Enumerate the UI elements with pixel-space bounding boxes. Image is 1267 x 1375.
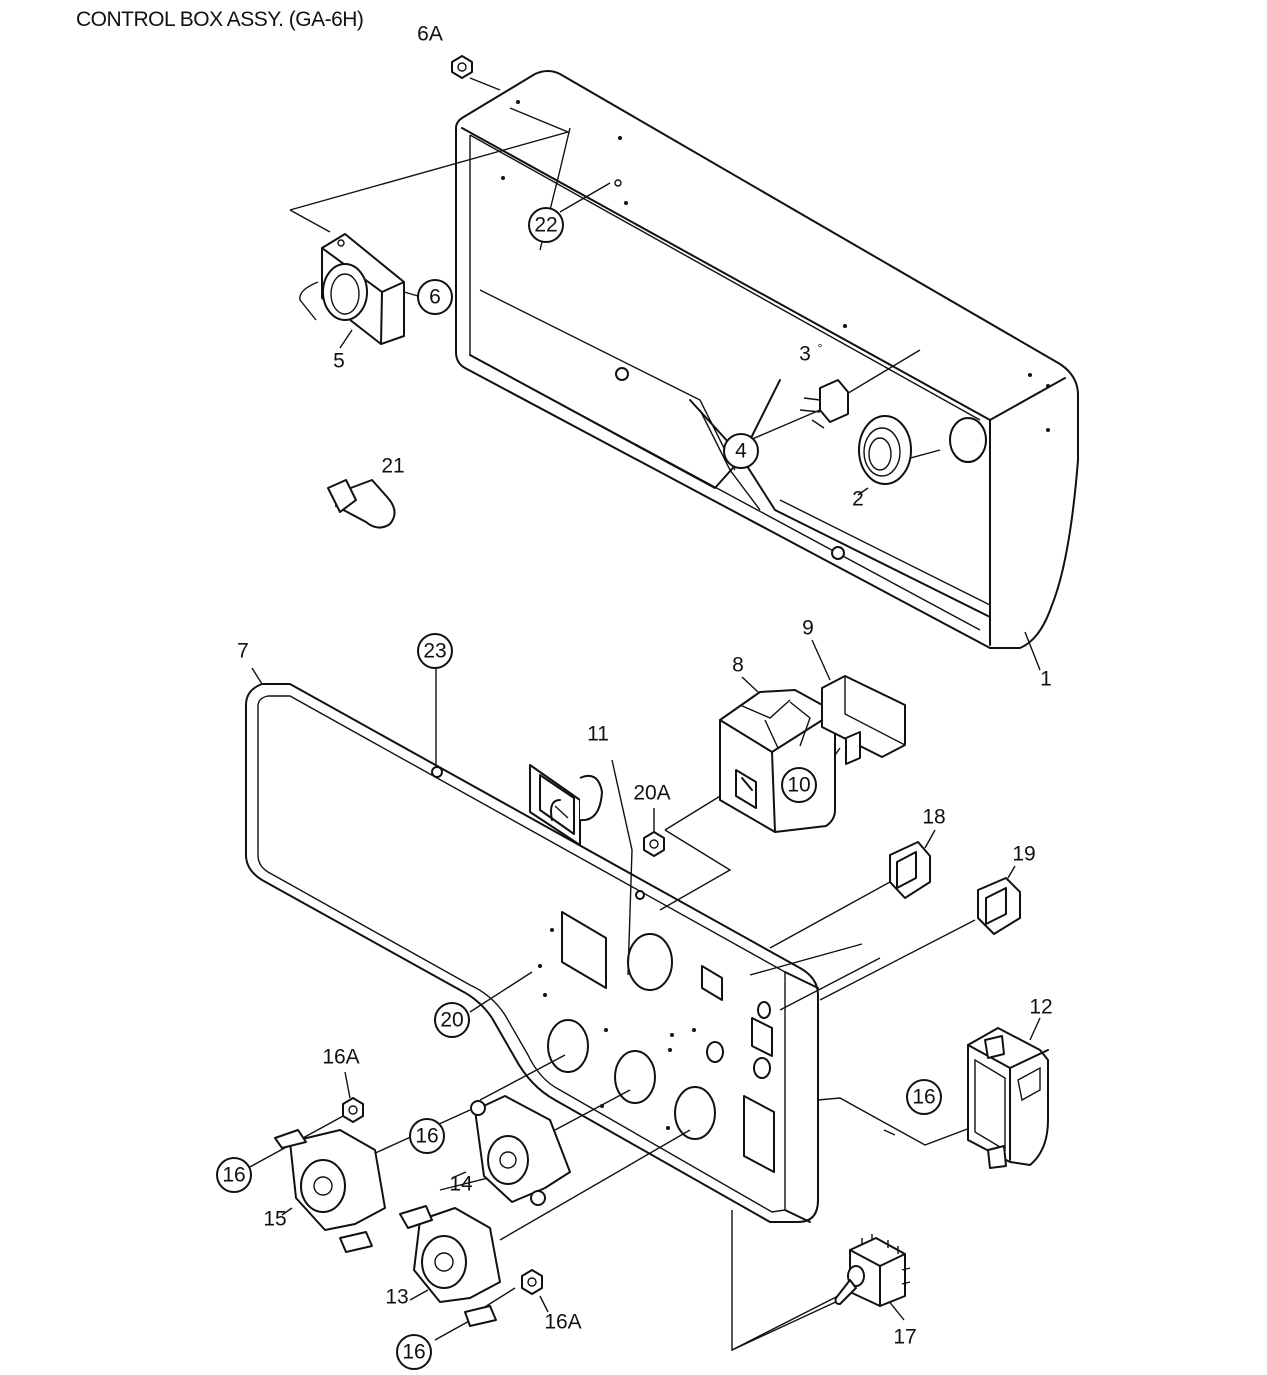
callout-ring <box>396 1334 432 1370</box>
callout-c19: 19 <box>1012 843 1035 866</box>
callout-c10: 10 <box>781 767 817 803</box>
front-panel <box>245 683 819 1223</box>
callout-c18: 18 <box>922 806 945 829</box>
callout-number: 13 <box>385 1286 408 1309</box>
callout-number: 11 <box>587 723 609 746</box>
callout-number: 10 <box>787 774 810 797</box>
control-box-housing <box>455 70 1079 649</box>
part-19-switch <box>977 877 1021 935</box>
callout-ring <box>723 433 759 469</box>
callout-number: 18 <box>922 806 945 829</box>
part-3-terminal <box>799 379 849 429</box>
callout-c21: 21 <box>381 455 404 478</box>
callout-number: 16A <box>322 1046 359 1069</box>
callout-ring <box>409 1118 445 1154</box>
callout-c4: 4 <box>723 433 759 469</box>
callout-c22: 22 <box>528 207 564 243</box>
callout-c16_mid: 16 <box>409 1118 445 1154</box>
callout-c16_right: 16 <box>906 1079 942 1115</box>
nut-20A <box>643 831 665 857</box>
callout-number: 8 <box>732 654 744 677</box>
callout-c9: 9 <box>802 617 814 640</box>
callout-number: 7 <box>237 640 249 663</box>
callout-c23: 23 <box>417 633 453 669</box>
callout-c20: 20 <box>434 1002 470 1038</box>
part-8-breaker <box>719 675 906 833</box>
part-2-grommet <box>858 415 912 485</box>
callout-number: 6 <box>429 286 441 309</box>
callout-c13: 13 <box>385 1286 408 1309</box>
callout-number: 19 <box>1012 843 1035 866</box>
callout-c16_left: 16 <box>216 1157 252 1193</box>
callout-number: 15 <box>263 1208 286 1231</box>
callout-number: 3 <box>799 343 811 366</box>
degree-mark: ° <box>818 341 823 355</box>
callout-ring <box>417 633 453 669</box>
nut-16A-bottom <box>521 1269 543 1295</box>
callout-c16A_top: 16A <box>322 1046 359 1069</box>
callout-c15: 15 <box>263 1208 286 1231</box>
part-17-toggle-switch <box>834 1234 911 1307</box>
callout-number: 20A <box>633 782 670 805</box>
callout-labels: 6A 22 6 5 3 4 2 21 1 23 7 9 8 11 10 20A 18 19 20 12 16A 16 16 1… <box>216 23 1053 1370</box>
callout-number: 5 <box>333 350 345 373</box>
callout-number: 16A <box>544 1311 581 1334</box>
callout-ring <box>528 207 564 243</box>
callout-c11: 11 <box>587 723 609 746</box>
callout-number: 22 <box>534 214 557 237</box>
callout-number: 9 <box>802 617 814 640</box>
callout-c6A: 6A <box>417 23 443 46</box>
callout-c6: 6 <box>417 279 453 315</box>
callout-number: 1 <box>1040 668 1052 691</box>
callout-c2: 2 <box>852 488 864 511</box>
callout-c5: 5 <box>333 350 345 373</box>
part-12-gfci-receptacle <box>967 1027 1049 1169</box>
assembly-lines-upper <box>289 77 1041 671</box>
callout-c20A: 20A <box>633 782 670 805</box>
callout-number: 16 <box>912 1086 935 1109</box>
callout-number: 14 <box>449 1173 473 1196</box>
callout-number: 23 <box>423 640 446 663</box>
callout-c7: 7 <box>237 640 249 663</box>
diagram-title: CONTROL BOX ASSY. (GA-6H) <box>76 8 364 31</box>
callout-c16_bot: 16 <box>396 1334 432 1370</box>
nut-16A-top <box>342 1097 364 1123</box>
callout-c14: 14 <box>449 1173 473 1196</box>
callout-c1: 1 <box>1040 668 1052 691</box>
callout-c8: 8 <box>732 654 744 677</box>
nut-6A <box>451 55 473 79</box>
callout-c12: 12 <box>1029 996 1052 1019</box>
callout-c3: 3 <box>799 343 811 366</box>
assembly-lines-lower <box>247 639 1041 1352</box>
callout-number: 17 <box>893 1326 916 1349</box>
callout-c16A_bot: 16A <box>544 1311 581 1334</box>
callout-number: 21 <box>381 455 404 478</box>
callout-number: 16 <box>415 1125 438 1148</box>
part-14-receptacle <box>470 1095 571 1206</box>
callout-ring <box>906 1079 942 1115</box>
callout-ring <box>781 767 817 803</box>
callout-number: 2 <box>852 488 864 511</box>
callout-c17: 17 <box>893 1326 916 1349</box>
callout-number: 20 <box>440 1009 463 1032</box>
part-15-receptacle <box>274 1129 386 1253</box>
callout-ring <box>434 1002 470 1038</box>
callout-ring <box>417 279 453 315</box>
part-21-lamp <box>327 479 396 529</box>
part-5-module <box>299 233 419 349</box>
part-18-switch <box>889 841 931 899</box>
part-13-receptacle <box>399 1205 501 1327</box>
callout-number: 12 <box>1029 996 1052 1019</box>
part-11-meter <box>529 764 603 846</box>
callout-number: 16 <box>402 1341 425 1364</box>
callout-ring <box>216 1157 252 1193</box>
callout-number: 16 <box>222 1164 245 1187</box>
callout-number: 6A <box>417 23 443 46</box>
callout-number: 4 <box>735 440 747 463</box>
